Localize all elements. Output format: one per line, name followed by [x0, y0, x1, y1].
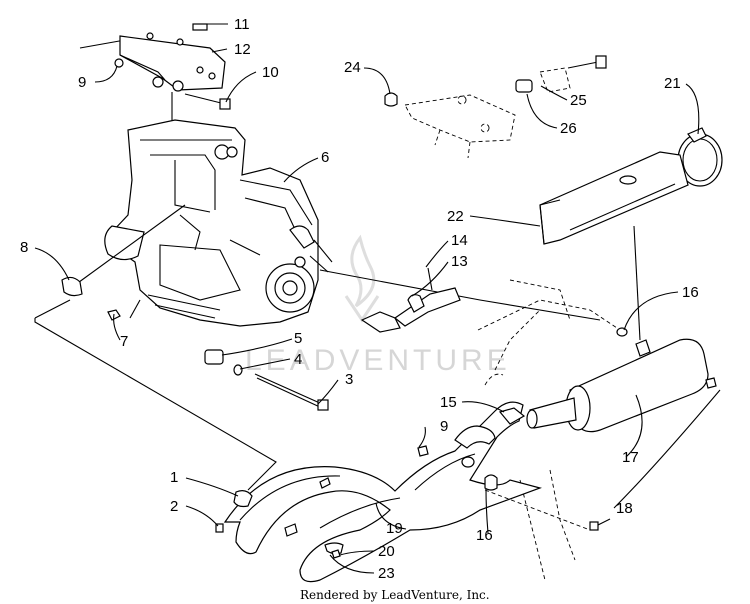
rear-bracket: [384, 55, 607, 159]
callout-16-top: 16: [682, 284, 699, 301]
engine: [104, 119, 333, 327]
callout-4: 4: [294, 351, 302, 368]
heat-shield-22: [539, 151, 689, 245]
engine-mount-bracket: [79, 23, 231, 122]
callout-2: 2: [170, 498, 178, 515]
callout-13: 13: [451, 253, 468, 270]
callout-8: 8: [20, 239, 28, 256]
reference-lines: [34, 204, 641, 491]
callout-25: 25: [570, 92, 587, 109]
callout-7: 7: [120, 333, 128, 350]
shift-lever: [360, 267, 461, 333]
callout-11: 11: [234, 16, 250, 33]
callout-14: 14: [451, 232, 468, 249]
callout-10: 10: [262, 64, 279, 81]
clamp-21: [677, 127, 723, 187]
callout-23: 23: [378, 565, 395, 582]
callout-21: 21: [664, 75, 681, 92]
watermark-text: LEADVENTURE: [245, 344, 511, 377]
footer-credit: Rendered by LeadVenture, Inc.: [300, 588, 490, 602]
watermark-logo-icon: [344, 234, 380, 323]
frame-outline: [477, 279, 621, 581]
callout-9-bottom: 9: [440, 418, 448, 435]
callout-12: 12: [234, 41, 251, 58]
watermark: LEADVENTURE: [245, 234, 511, 377]
grommet-8: [61, 276, 83, 297]
muffler-17: [526, 327, 717, 433]
callout-19: 19: [386, 520, 403, 537]
callout-6: 6: [321, 149, 329, 166]
callout-15: 15: [440, 394, 457, 411]
callout-17: 17: [622, 449, 639, 466]
callout-5: 5: [294, 330, 302, 347]
exhaust-pipe: [215, 401, 599, 583]
callout-22: 22: [447, 208, 464, 225]
callout-18: 18: [616, 500, 633, 517]
callout-16-bottom: 16: [476, 527, 493, 544]
bolt-assembly: [204, 349, 329, 411]
callout-9-top: 9: [78, 74, 86, 91]
callout-20: 20: [378, 543, 395, 560]
callout-1: 1: [170, 469, 178, 486]
leader-lines: [34, 23, 721, 574]
callout-3: 3: [345, 371, 353, 388]
callout-26: 26: [560, 120, 577, 137]
callouts: 1 2 3 4 5 6 7 8 9 9 10 11 12 13 14 15 16…: [20, 16, 699, 582]
callout-24: 24: [344, 59, 361, 76]
